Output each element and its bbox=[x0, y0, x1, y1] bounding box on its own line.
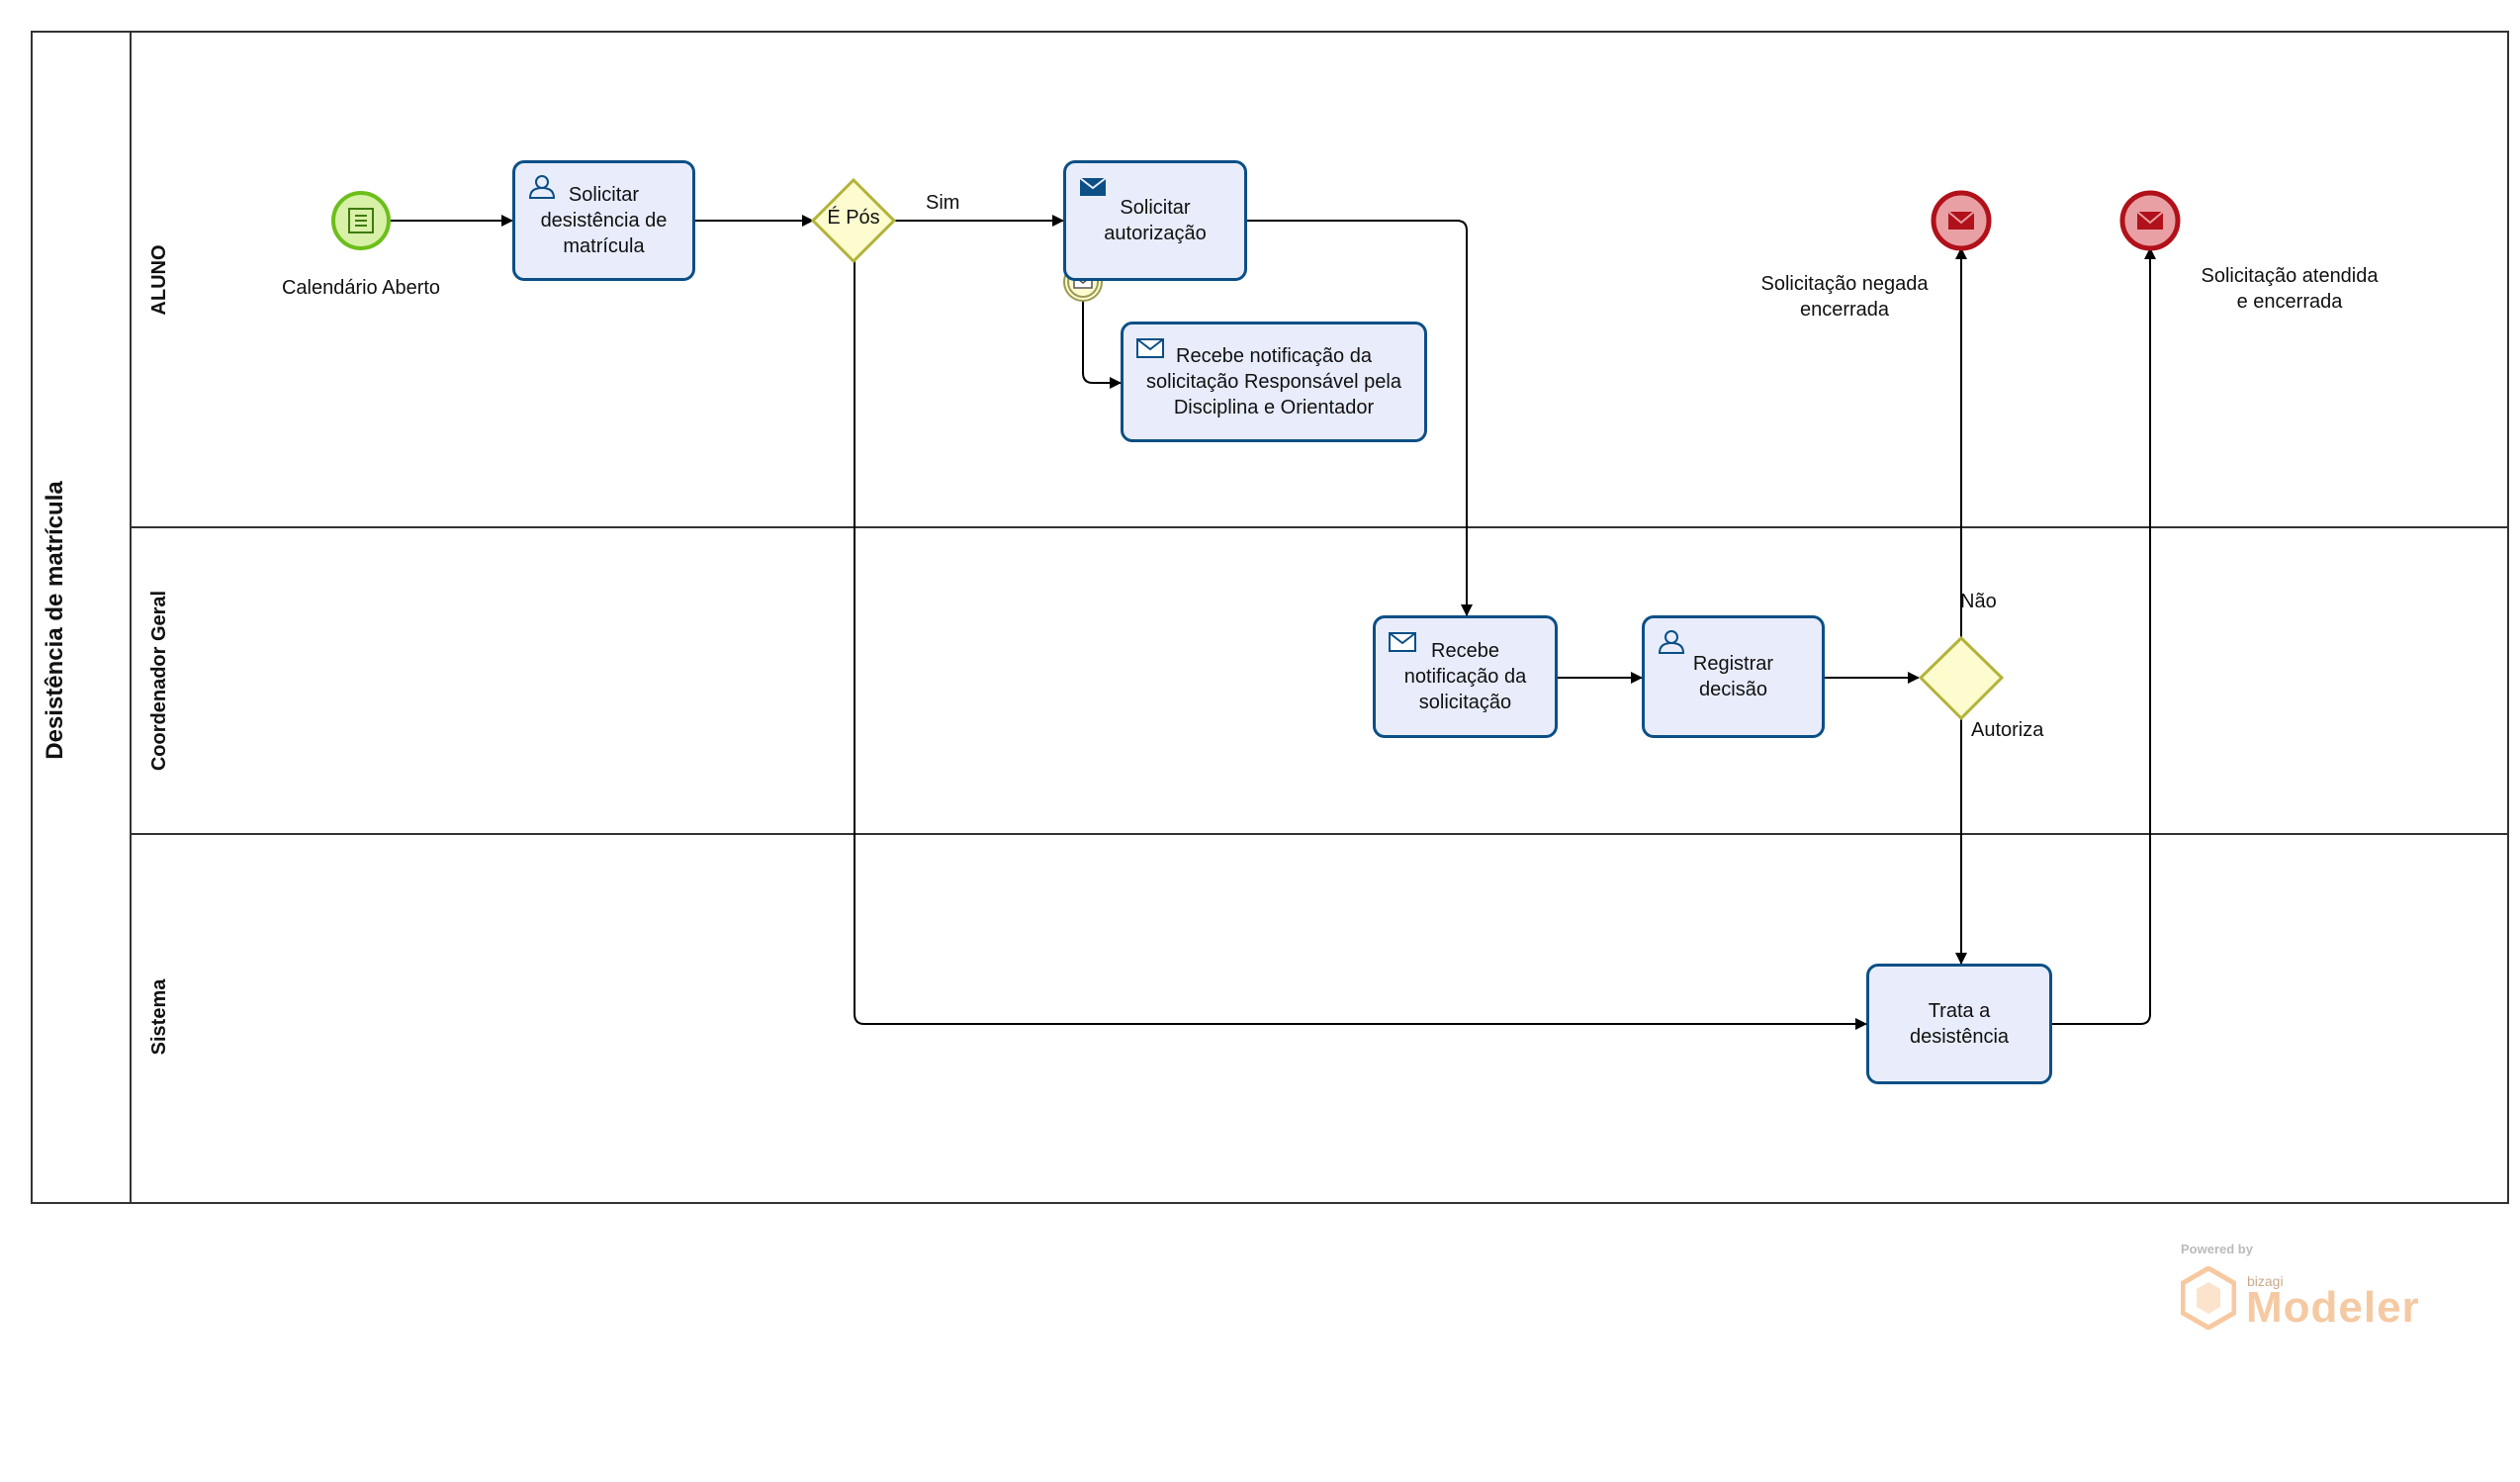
task-recebe-notificacao-coord[interactable]: Recebe notificação da solicitação bbox=[1373, 615, 1558, 738]
task-label: Registrar decisão bbox=[1692, 653, 1774, 700]
end-event-atendida[interactable] bbox=[2119, 190, 2181, 251]
watermark-product: Modeler bbox=[2246, 1283, 2420, 1332]
flow-nao-pos bbox=[854, 261, 1867, 1030]
start-event-label: Calendário Aberto bbox=[281, 277, 441, 299]
end-event-negada[interactable] bbox=[1931, 190, 1992, 251]
envelope-icon bbox=[1136, 338, 1164, 358]
lane-label-aluno: ALUNO bbox=[148, 244, 170, 316]
flow-trata-to-end bbox=[2052, 247, 2156, 1025]
gateway-decisao[interactable] bbox=[1918, 635, 2005, 721]
task-registrar-decisao[interactable]: Registrar decisão bbox=[1642, 615, 1825, 738]
end-event-negada-label: Solicitação negada encerrada bbox=[1760, 273, 1929, 321]
watermark-brand: bizagi bbox=[2247, 1273, 2284, 1289]
timer-icon bbox=[348, 208, 374, 233]
send-message-icon bbox=[1079, 177, 1107, 196]
task-label: Recebe notificação da solicitação bbox=[1403, 640, 1527, 713]
envelope-icon bbox=[1947, 211, 1975, 230]
user-icon bbox=[1658, 630, 1685, 654]
flow-label-sim: Sim bbox=[926, 192, 960, 214]
gateway-e-pos-label: É Pós bbox=[827, 207, 880, 229]
task-label: Trata a desistência bbox=[1909, 1000, 2010, 1048]
task-label: Solicitar autorização bbox=[1104, 197, 1207, 244]
flow-boundary-message bbox=[1082, 301, 1122, 389]
task-solicitar-desistencia[interactable]: Solicitar desistência de matrícula bbox=[512, 160, 695, 281]
start-event[interactable] bbox=[331, 191, 391, 250]
lane-label-sistema: Sistema bbox=[148, 978, 170, 1056]
user-icon bbox=[528, 175, 556, 199]
gateway-e-pos[interactable] bbox=[810, 177, 897, 264]
lane-label-coordenador: Coordenador Geral bbox=[148, 590, 170, 772]
bizagi-logo-icon bbox=[2181, 1266, 2236, 1330]
pool-title: Desistência de matrícula bbox=[42, 481, 68, 760]
task-trata-desistencia[interactable]: Trata a desistência bbox=[1866, 964, 2052, 1084]
task-label: Recebe notificação da solicitação Respon… bbox=[1146, 345, 1401, 418]
flow-label-nao: Não bbox=[1960, 591, 1997, 612]
flow-label-autoriza: Autoriza bbox=[1971, 719, 2044, 741]
pool-border bbox=[31, 31, 2509, 1204]
envelope-icon bbox=[2136, 211, 2164, 230]
flow-autorizacao-to-coord bbox=[1247, 220, 1473, 616]
task-label: Solicitar desistência de matrícula bbox=[540, 184, 668, 257]
bizagi-watermark: Powered by bizagi Modeler bbox=[2181, 1242, 2438, 1341]
envelope-icon bbox=[1389, 632, 1416, 652]
task-recebe-notificacao-aluno[interactable]: Recebe notificação da solicitação Respon… bbox=[1121, 322, 1427, 442]
watermark-powered-by: Powered by bbox=[2181, 1242, 2253, 1256]
end-event-atendida-label: Solicitação atendida e encerrada bbox=[2201, 265, 2379, 313]
task-solicitar-autorizacao[interactable]: Solicitar autorização bbox=[1063, 160, 1247, 281]
